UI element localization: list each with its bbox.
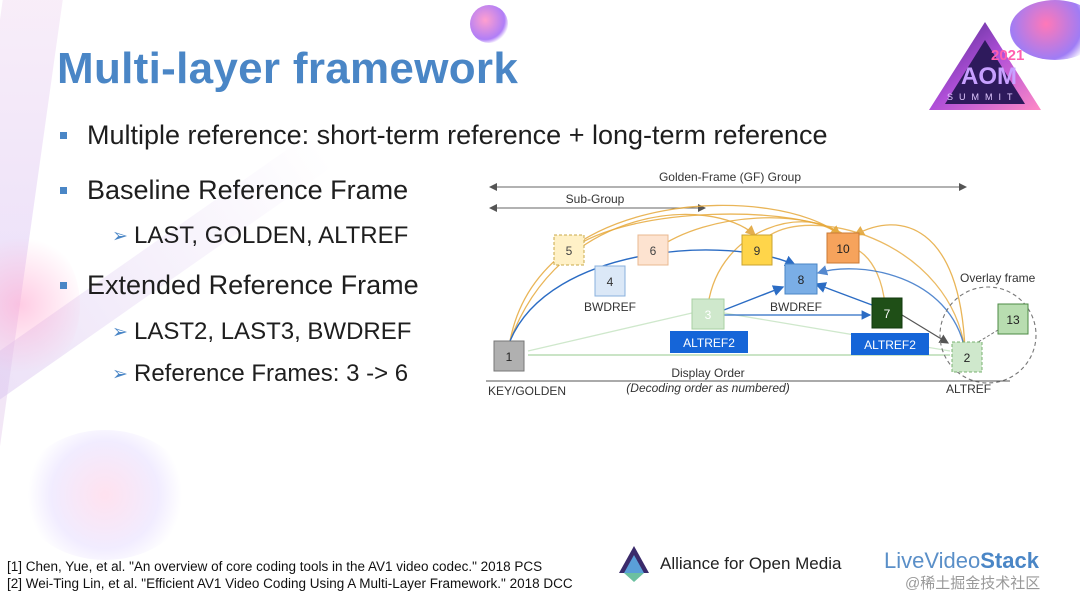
sub-bullet-text: LAST, GOLDEN, ALTREF [134,222,409,249]
bullet-marker [60,282,67,289]
frame-1 [493,340,525,372]
overlay-frame-label: Overlay frame [960,271,1036,285]
altref2-badge [851,333,929,355]
background-glow [20,430,190,560]
bullet-text: Multiple reference: short-term reference… [87,120,828,150]
arrow-bullet-icon: ➢ [112,363,128,385]
frame-4 [594,265,626,297]
references: [1] Chen, Yue, et al. "An overview of co… [7,558,573,592]
overlay-group-outline [939,286,1037,384]
frame-10 [826,232,860,264]
arrow-bullet-icon: ➢ [112,225,128,247]
frame-6-label: 6 [650,244,657,258]
bullet-marker [60,132,67,139]
logo-year: 2021 [991,47,1024,64]
frame-1-label: 1 [506,350,513,364]
reference-arc [853,224,966,351]
subgroup-label: Sub-Group [566,192,625,206]
arrow-bullet-icon: ➢ [112,321,128,343]
sub-bullet-item: ➢ LAST, GOLDEN, ALTREF [112,222,408,250]
frame-5 [553,234,585,266]
livevideostack-logo: LiveVideoStack [884,548,1039,574]
aom-triangle-icon [619,546,649,582]
lvs-suffix: Stack [980,548,1039,573]
frame-3-label: 3 [705,308,712,322]
frame-8-label: 8 [798,273,805,287]
bullet-item: Baseline Reference Frame [60,175,408,206]
sub-bullet-item: ➢ Reference Frames: 3 -> 6 [112,360,408,388]
frame-3 [691,298,725,330]
watermark: @稀土掘金技术社区 [905,575,1041,592]
frame-5-label: 5 [566,244,573,258]
altref-label: ALTREF [946,382,991,396]
sub-bullet-text: LAST2, LAST3, BWDREF [134,318,412,345]
bullet-text: Extended Reference Frame [87,270,419,300]
altref2-label: ALTREF2 [864,338,916,352]
background-glow [0,230,80,380]
frame-9 [741,234,773,266]
frame-7 [871,297,903,329]
reference-2: [2] Wei-Ting Lin, et al. "Efficient AV1 … [7,576,573,591]
slide-title: Multi-layer framework [57,44,519,93]
reference-arc [769,224,966,351]
aom-footer-logo: Alliance for Open Media [618,545,841,583]
reference-arc [707,221,841,306]
bullet-text: Baseline Reference Frame [87,175,409,205]
frame-8 [784,263,818,295]
frame-13-label: 13 [1006,313,1020,327]
reference-arc [509,204,842,342]
bullet-item: Multiple reference: short-term reference… [60,120,828,151]
frame-10-label: 10 [836,242,850,256]
gf-group-label: Golden-Frame (GF) Group [659,170,801,184]
display-order-label: Display Order [671,366,744,380]
reference-arc [509,213,756,342]
reference-1: [1] Chen, Yue, et al. "An overview of co… [7,559,543,574]
bwdref-label: BWDREF [584,300,636,314]
frame-7-label: 7 [884,307,891,321]
reference-arc [654,217,841,251]
altref2-label: ALTREF2 [683,336,735,350]
reference-arc [816,265,966,351]
key-golden-label: KEY/GOLDEN [488,384,566,398]
aom-footer-text: Alliance for Open Media [660,554,842,573]
aom-summit-logo: AOM 2021 SUMMIT [929,22,1041,110]
background-orb [470,5,508,43]
reference-arrow [723,285,785,311]
frame-4-label: 4 [607,275,614,289]
bullet-item: Extended Reference Frame [60,270,419,301]
logo-summit: SUMMIT [947,92,1019,102]
background-band [0,0,63,608]
bullet-marker [60,187,67,194]
bwdref-label: BWDREF [770,300,822,314]
reference-arrow [814,282,873,306]
reference-arc [569,213,846,251]
altref2-badge [670,331,748,353]
frame-9-label: 9 [754,244,761,258]
sub-bullet-text: Reference Frames: 3 -> 6 [134,360,409,387]
frame-13 [997,303,1029,335]
reference-line [527,312,693,352]
sub-bullet-item: ➢ LAST2, LAST3, BWDREF [112,318,411,346]
decoding-order-label: (Decoding order as numbered) [626,381,789,395]
svg-text:AOM: AOM [961,63,1017,90]
frame-2-label: 2 [964,351,971,365]
lvs-prefix: LiveVideo [884,548,981,573]
frame-2 [951,341,983,373]
frame-6 [637,234,669,266]
reference-structure-diagram: Golden-Frame (GF) Group Sub-Group Overla… [486,170,1037,398]
